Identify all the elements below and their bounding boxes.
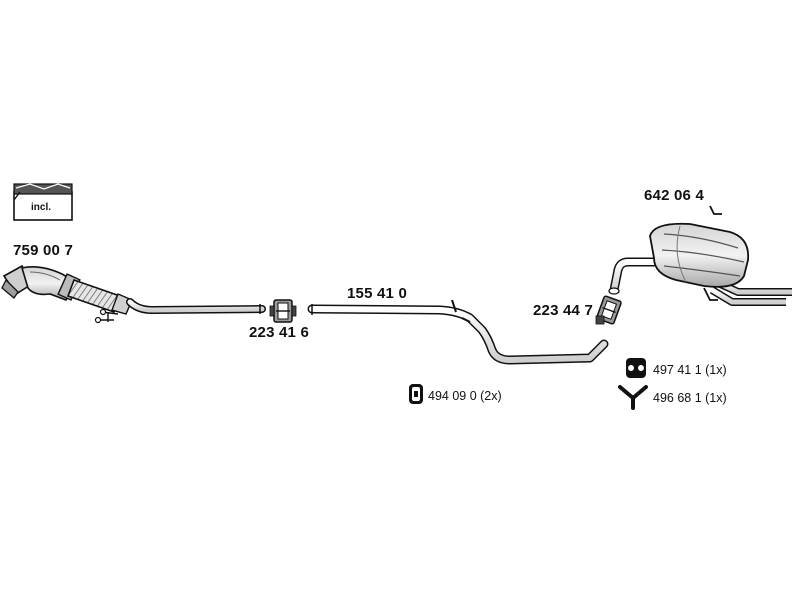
rubber-mount-b-label: 497 41 1 (1x) (653, 363, 727, 377)
kit-badge-icon (13, 183, 73, 221)
rear-silencer-part-number: 642 06 4 (644, 187, 704, 204)
catalytic-converter-drawing (1, 264, 266, 324)
rear-silencer-drawing (608, 205, 792, 306)
rubber-mount-a-label: 494 09 0 (2x) (428, 389, 502, 403)
rubber-mount-icon (409, 384, 423, 404)
kit-badge-label: incl. (31, 202, 52, 213)
clamp-front-drawing (269, 299, 297, 323)
middle-pipe-part-number: 155 41 0 (347, 285, 407, 302)
hanger-label: 496 68 1 (1x) (653, 391, 727, 405)
clamp-front-part-number: 223 41 6 (249, 324, 309, 341)
clamp-rear-drawing (595, 295, 622, 325)
rubber-mount-ring-icon (626, 358, 646, 378)
catalytic-converter-part-number: 759 00 7 (13, 242, 73, 259)
clamp-rear-part-number: 223 44 7 (533, 302, 593, 319)
hanger-icon (618, 385, 648, 410)
middle-pipe-drawing (307, 299, 609, 365)
